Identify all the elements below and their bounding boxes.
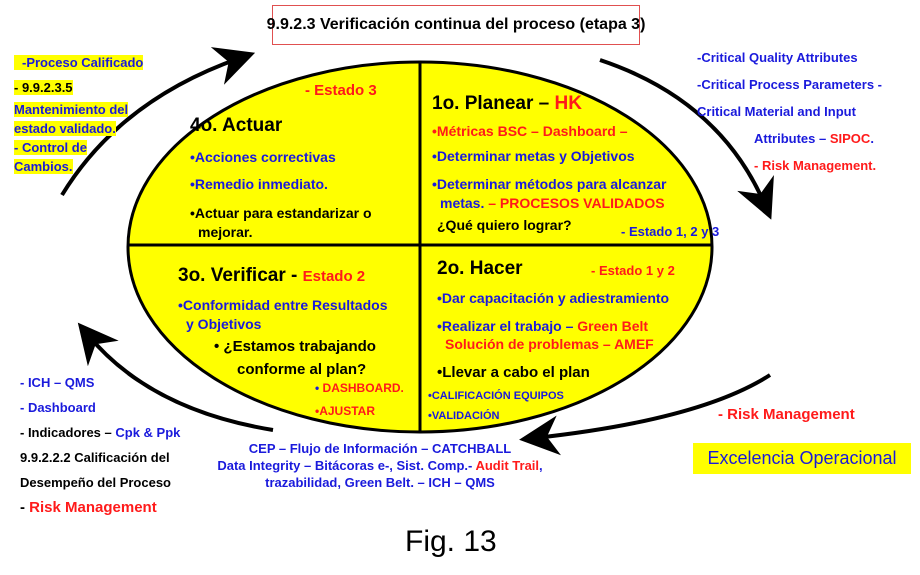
bullet: • [315,404,320,418]
note: Data Integrity – Bitácoras e-, Sist. Com… [217,458,476,473]
note: - Dashboard [20,400,96,415]
bottom-notes: CEP – Flujo de Información – CATCHBALL D… [200,440,560,491]
q4-item: •Remedio inmediato. [190,176,328,192]
q2-title: 2o. Hacer [437,258,523,279]
q3-title-text: 3o. Verificar - [178,265,303,286]
green-belt: Green Belt [577,318,649,334]
note: trazabilidad, Green Belt. – ICH – QMS [265,475,495,490]
note: , [539,458,543,473]
q1-item: •Métricas BSC – Dashboard – [432,123,628,139]
note: . [870,131,874,146]
diagram-title: 9.9.2.3 Verificación continua del proces… [267,5,645,45]
q1-question: ¿Qué quiero lograr? [437,217,572,233]
q2-item: •CALIFICACIÓN EQUIPOS [428,390,564,402]
arrow-top-left [60,47,256,197]
q1-estado: - Estado 1, 2 y 3 [621,224,720,239]
q4-item: •Actuar para estandarizar o [190,205,372,221]
q3-estado: Estado 2 [302,268,366,285]
note: - Indicadores – [20,425,116,440]
q1-metas: metas. [440,195,489,211]
note: - Control de [14,140,87,155]
q4-estado: - Estado 3 [305,82,377,99]
q1-hk: HK [554,93,582,114]
q3-item: • ¿Estamos trabajando [214,338,376,355]
note: CEP – Flujo de Información – CATCHBALL [248,441,512,456]
q3-item: conforme al plan? [237,361,367,378]
q1-title-text: 1o. Planear – [432,93,555,114]
note: Mantenimiento del [14,102,129,117]
right-bottom-note: - Risk Management [718,406,855,423]
note: -Critical Process Parameters - [697,77,882,92]
q1-item: •Determinar metas y Objetivos [432,148,635,164]
q4-title: 4o. Actuar [190,115,283,136]
dashboard-label: DASHBOARD. [322,381,404,395]
q1-procesos: – PROCESOS VALIDADOS [488,195,665,211]
q4-item: mejorar. [198,224,253,240]
q3-ajustar: •AJUSTAR [315,404,375,418]
q3-title: 3o. Verificar - Estado 2 [178,265,365,287]
q3-item: y Objetivos [186,316,262,332]
note: -Critical Quality Attributes [697,50,858,65]
note: Desempeño del Proceso [20,475,171,490]
q2-estado: - Estado 1 y 2 [591,263,675,278]
ajustar-label: AJUSTAR [319,404,375,418]
note: - Risk Management. [754,158,877,173]
note: estado validado. [14,121,116,136]
note: SIPOC [829,131,871,146]
q2-item: •Realizar el trabajo – Green Belt [437,318,648,334]
q3-item: •Conformidad entre Resultados [178,297,388,313]
left-bottom-notes: - ICH – QMS - Dashboard - Indicadores – … [20,370,180,520]
q1-title: 1o. Planear – HK [432,93,582,115]
note: - 9.9.2.3.5 [14,80,73,95]
q2-item: •VALIDACIÓN [428,410,500,422]
q2-item: •Llevar a cabo el plan [437,364,590,381]
q2-item-text: •Realizar el trabajo – [437,318,578,334]
arrow-bottom-left [77,322,274,432]
note: -Proceso Calificado [14,55,144,70]
q4-item: •Acciones correctivas [190,149,336,165]
left-top-notes: -Proceso Calificado - 9.9.2.3.5 Mantenim… [14,50,144,176]
excelencia-badge: Excelencia Operacional [693,443,911,474]
note: 9.9.2.2.2 Calificación del [20,450,170,465]
q1-item: metas. – PROCESOS VALIDADOS [440,195,665,211]
note: Audit Trail [475,458,540,473]
note: - ICH – QMS [20,375,95,390]
bullet: • [315,381,323,395]
arrow-top-right [599,58,774,220]
note: Cpk & Ppk [115,425,181,440]
q2-item: •Dar capacitación y adiestramiento [437,290,670,306]
note: - [20,499,30,516]
note: Attributes – [754,131,830,146]
note: Critical Material and Input [697,104,856,119]
right-top-notes: -Critical Quality Attributes -Critical P… [697,44,882,179]
q1-item: •Determinar métodos para alcanzar [432,176,667,192]
note: Cambios. [14,159,73,174]
note: Risk Management [29,499,157,516]
figure-caption: Fig. 13 [405,525,497,558]
q2-item: Solución de problemas – AMEF [445,336,654,352]
q3-dashboard: • DASHBOARD. [315,381,404,395]
arrow-bottom-right [519,373,772,456]
